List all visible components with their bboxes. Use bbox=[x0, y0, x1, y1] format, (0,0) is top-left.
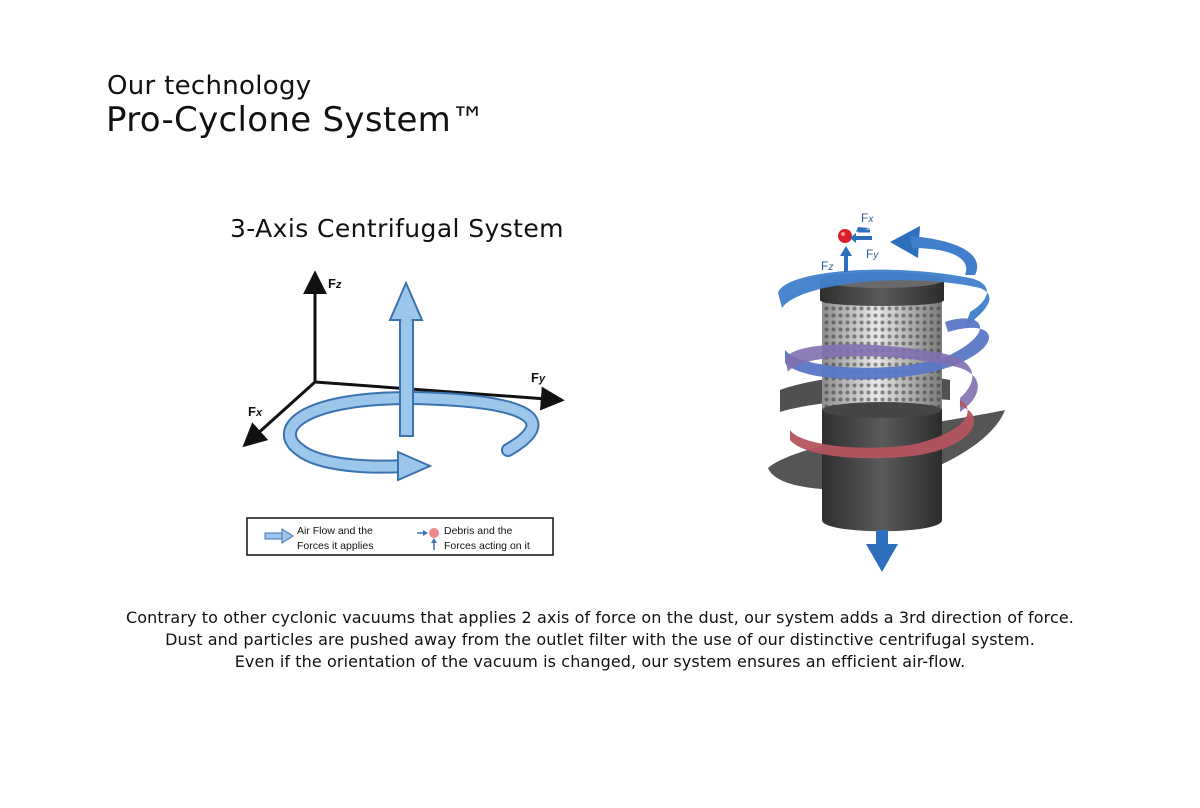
fx-label: Fx bbox=[248, 404, 263, 419]
caption-line-2: Dust and particles are pushed away from … bbox=[165, 630, 1035, 649]
axis-diagram: Fz Fy Fx Air Flow and the Forces it appl… bbox=[242, 270, 565, 556]
fz-label: Fz bbox=[328, 276, 342, 291]
cylinder-body bbox=[822, 410, 942, 532]
fx-force-label: Fx bbox=[861, 211, 874, 225]
fy-force-label: Fy bbox=[866, 247, 879, 261]
fz-force-label: Fz bbox=[821, 259, 833, 273]
legend-debris-line2: Forces acting on it bbox=[444, 540, 530, 552]
caption-line-1: Contrary to other cyclonic vacuums that … bbox=[125, 608, 1074, 627]
header-title: Pro-Cyclone System™ bbox=[106, 100, 486, 140]
legend: Air Flow and the Forces it applies Debri… bbox=[246, 517, 554, 556]
debris-legend-icon bbox=[417, 528, 439, 550]
force-arrows bbox=[840, 227, 872, 272]
outlet-down-arrow bbox=[866, 530, 898, 572]
header-kicker: Our technology bbox=[107, 71, 312, 101]
airflow-spiral bbox=[778, 226, 990, 459]
fy-label: Fy bbox=[531, 370, 546, 385]
airflow-legend-icon bbox=[264, 528, 294, 544]
cyclone-illustration: Fx Fy Fz bbox=[768, 211, 1005, 572]
legend-airflow-line2: Forces it applies bbox=[297, 540, 373, 552]
legend-debris-line1: Debris and the bbox=[444, 525, 512, 537]
caption-line-3: Even if the orientation of the vacuum is… bbox=[234, 652, 966, 671]
legend-airflow-line1: Air Flow and the bbox=[297, 525, 373, 537]
y-axis bbox=[314, 380, 565, 411]
caption: Contrary to other cyclonic vacuums that … bbox=[0, 607, 1200, 673]
x-axis bbox=[242, 380, 317, 448]
circular-airflow-arrow bbox=[282, 390, 540, 482]
diagram-title: 3-Axis Centrifugal System bbox=[230, 214, 564, 243]
debris-particle bbox=[838, 229, 852, 243]
spiral-arrowhead bbox=[890, 226, 920, 258]
upward-airflow-arrow bbox=[388, 280, 424, 437]
